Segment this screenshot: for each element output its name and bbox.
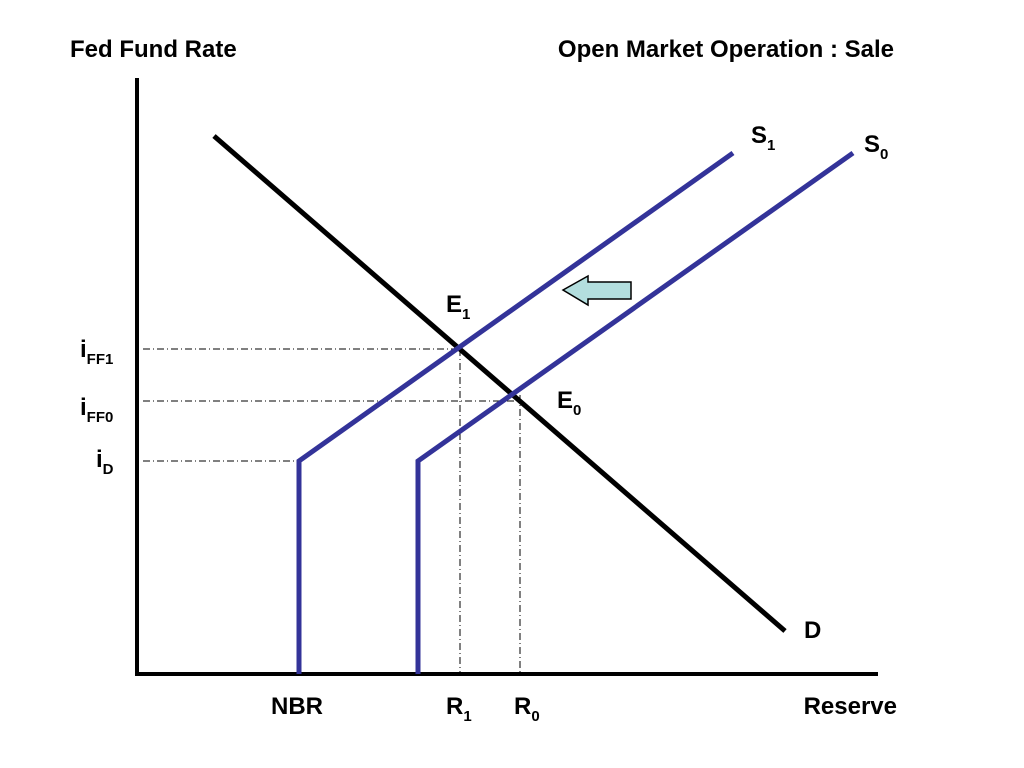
y-tick-iff1: iFF1 <box>80 336 113 368</box>
x-tick-nbr: NBR <box>271 693 323 720</box>
demand-label: D <box>804 617 821 644</box>
diagram-title: Open Market Operation : Sale <box>558 36 894 63</box>
y-tick-iff0: iFF0 <box>80 394 113 426</box>
equilibrium-e0-label: E0 <box>557 387 581 419</box>
x-tick-r1: R1 <box>446 693 472 725</box>
y-axis-label: Fed Fund Rate <box>70 36 237 63</box>
x-axis-label: Reserve <box>804 693 897 720</box>
supply-curve-s1 <box>296 150 735 674</box>
y-tick-id: iD <box>96 446 114 478</box>
left-arrow-icon <box>561 274 632 307</box>
supply-curve-s0 <box>415 150 855 674</box>
equilibrium-e1-label: E1 <box>446 291 470 323</box>
x-tick-r0: R0 <box>514 693 540 725</box>
supply-s0-label: S0 <box>864 131 888 163</box>
supply-s1-label: S1 <box>751 122 775 154</box>
demand-curve <box>212 134 787 633</box>
